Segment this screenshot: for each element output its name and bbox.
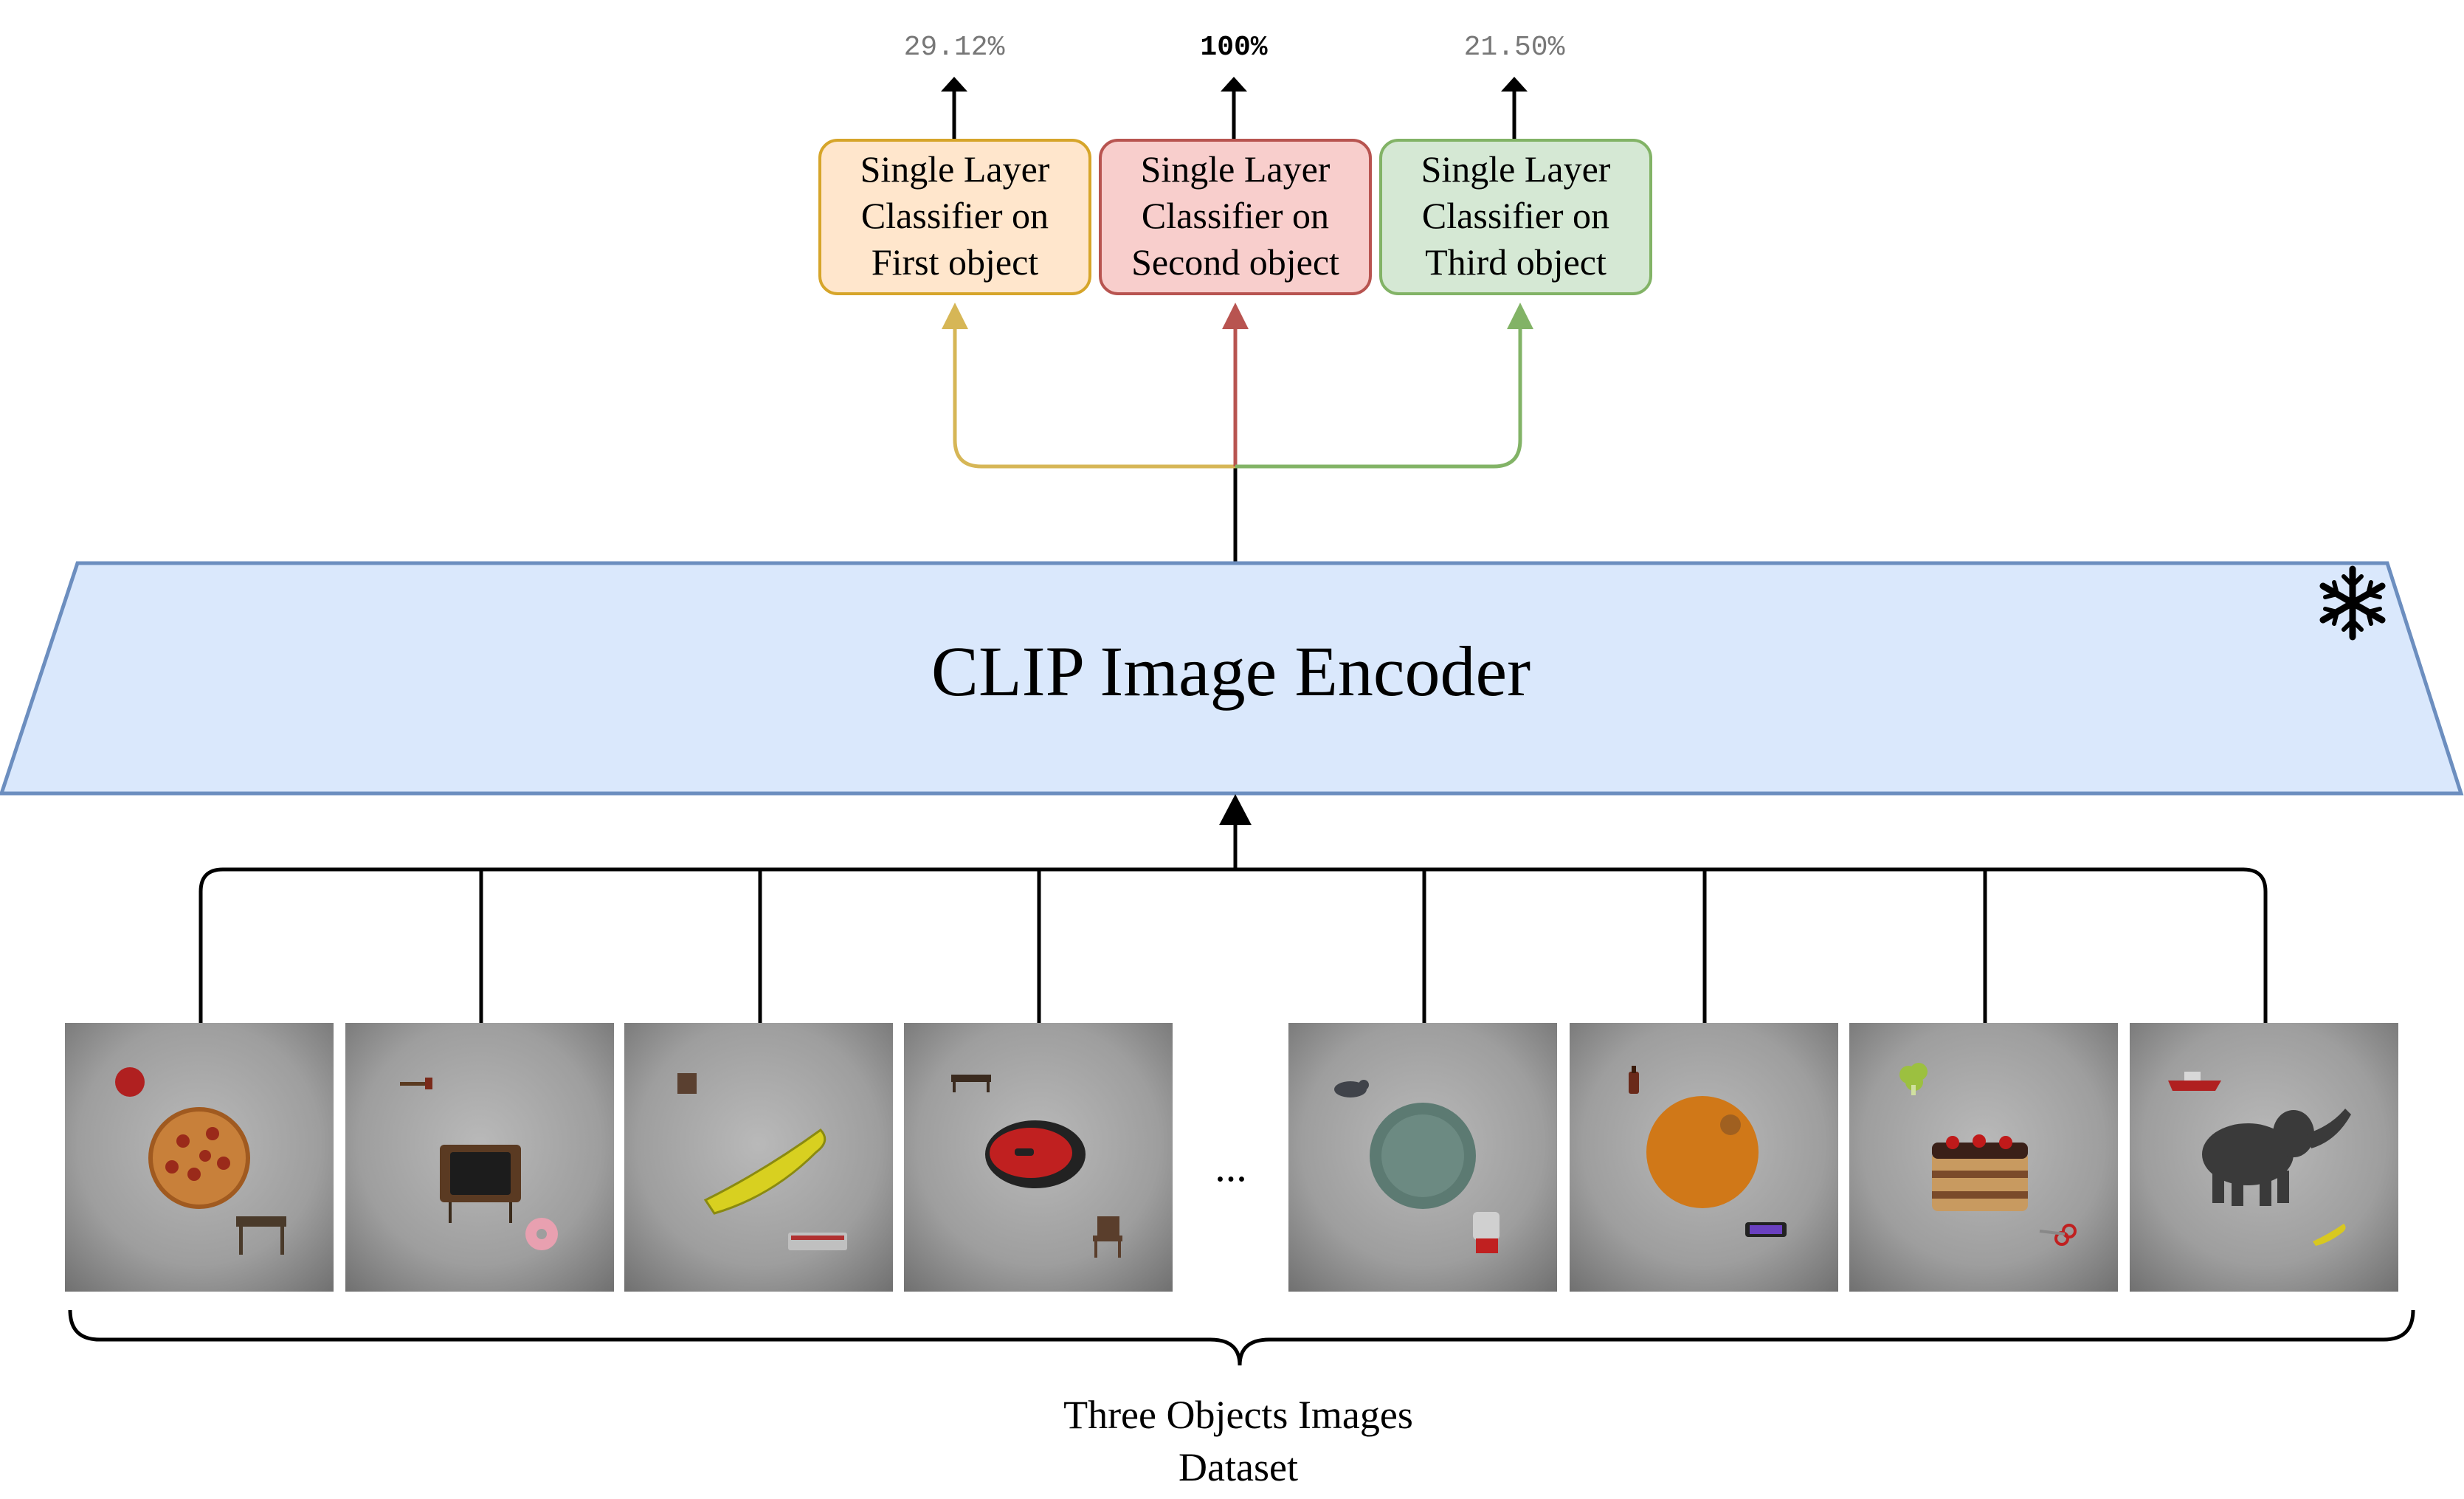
dataset-label: Three Objects Images Dataset — [1063, 1393, 1413, 1489]
classifier-second-line-2: Classifier on — [1142, 195, 1329, 236]
tv-object — [440, 1145, 521, 1223]
route-first — [953, 319, 1235, 469]
classifier-third: Single Layer Classifier on Third object — [1379, 139, 1652, 295]
dataset-image — [624, 1023, 893, 1292]
mouse-object — [985, 1120, 1086, 1188]
dataset-image — [65, 1023, 334, 1292]
accuracy-first: 29.12% — [904, 32, 1005, 63]
dataset-image — [1570, 1023, 1838, 1292]
pizza-object — [148, 1107, 250, 1209]
phone-object — [1745, 1222, 1787, 1237]
classifier-first-box — [818, 139, 1091, 295]
encoder-shape — [0, 561, 2464, 796]
elephant-object — [2202, 1109, 2351, 1206]
bottle-object — [1629, 1066, 1639, 1094]
bird-object — [1334, 1080, 1369, 1097]
classifier-first-line-3: First object — [872, 241, 1038, 283]
feature-routing — [942, 303, 1533, 563]
orange-object — [1646, 1096, 1759, 1208]
box-object — [677, 1073, 697, 1094]
encoder-label: CLIP Image Encoder — [931, 632, 1530, 711]
classifier-second-line-3: Second object — [1131, 241, 1339, 283]
clip-image-encoder: CLIP Image Encoder — [0, 561, 2464, 796]
dataset-image — [1849, 1023, 2118, 1292]
donut-object — [525, 1218, 558, 1250]
accuracy-second: 100% — [1200, 32, 1267, 63]
classifier-second: Single Layer Classifier on Second object — [1099, 139, 1372, 295]
table-object — [236, 1216, 286, 1255]
dataset-images — [65, 1023, 2398, 1292]
classifier-third-line-3: Third object — [1425, 241, 1607, 283]
classifier-third-box — [1379, 139, 1652, 295]
classifier-second-line-1: Single Layer — [1141, 148, 1331, 190]
banana-object — [703, 1128, 826, 1215]
dataset-connector — [199, 794, 2268, 1023]
bus-object — [788, 1233, 847, 1250]
classifier-second-box — [1099, 139, 1372, 295]
classifier-third-line-2: Classifier on — [1422, 195, 1609, 236]
dataset-image — [1288, 1023, 1557, 1292]
dataset-label-line-2: Dataset — [1178, 1445, 1298, 1489]
snowflake-icon — [2319, 565, 2386, 641]
broccoli-object — [1899, 1063, 1928, 1095]
dataset-image — [904, 1023, 1173, 1292]
dataset-image — [2130, 1023, 2398, 1292]
dataset-brace — [68, 1309, 2415, 1366]
blender-object — [1473, 1212, 1500, 1253]
boat-object — [2168, 1072, 2221, 1091]
apple-object — [115, 1067, 145, 1097]
dataset-label-line-1: Three Objects Images — [1063, 1393, 1413, 1437]
accuracy-labels: 29.12% 100% 21.50% — [904, 32, 1565, 63]
dataset-image — [345, 1023, 614, 1292]
chair-object — [1093, 1216, 1122, 1258]
cake-object — [1932, 1134, 2028, 1211]
output-arrows — [941, 77, 1528, 139]
dataset-ellipsis: ... — [1215, 1143, 1247, 1190]
classifier-first-line-2: Classifier on — [861, 195, 1049, 236]
axe-object — [400, 1078, 432, 1089]
bench-object — [951, 1075, 991, 1092]
classifier-third-line-1: Single Layer — [1421, 148, 1611, 190]
accuracy-third: 21.50% — [1464, 32, 1565, 63]
plate-object — [1370, 1103, 1476, 1209]
banana-object — [2313, 1224, 2346, 1246]
route-third — [1235, 319, 1522, 469]
classifier-first-line-1: Single Layer — [860, 148, 1050, 190]
classifier-first: Single Layer Classifier on First object — [818, 139, 1091, 295]
scissors-object — [2039, 1224, 2077, 1246]
